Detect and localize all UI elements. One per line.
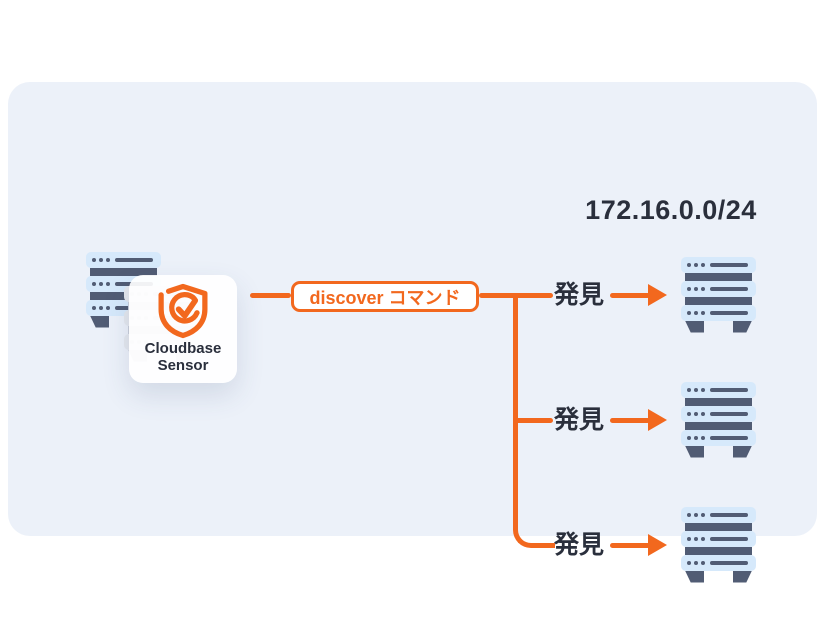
- server-slot-line: [710, 536, 748, 541]
- server-led-dots: [687, 310, 705, 315]
- discover-command-badge: discover コマンド: [291, 281, 479, 312]
- server-row: [681, 406, 756, 422]
- server-row: [681, 281, 756, 297]
- server-led-dots: [687, 411, 705, 416]
- server-led-dots: [92, 305, 110, 310]
- connector-card-to-badge: [250, 292, 291, 298]
- discover-command-label: discover コマンド: [309, 287, 461, 308]
- server-feet: [681, 570, 756, 583]
- server-row: [86, 252, 161, 268]
- cloudbase-shield-check-icon: [158, 283, 208, 339]
- server-slot-line: [710, 411, 748, 416]
- arrow-line-3: [610, 542, 650, 548]
- right-arrow-icon-1: [648, 284, 667, 306]
- server-row: [681, 257, 756, 273]
- discovered-server-icon-2: [681, 382, 756, 458]
- server-slot-line: [710, 286, 748, 291]
- server-led-dots: [687, 387, 705, 392]
- right-arrow-icon-2: [648, 409, 667, 431]
- server-chassis-bar: [685, 522, 752, 531]
- server-chassis-bar: [90, 267, 157, 276]
- server-led-dots: [687, 560, 705, 565]
- server-led-dots: [92, 281, 110, 286]
- server-row: [681, 555, 756, 571]
- server-chassis-bar: [685, 546, 752, 555]
- branch2-line: [513, 417, 553, 423]
- discovered-server-icon-3: [681, 507, 756, 583]
- sensor-card-title-line1: Cloudbase: [144, 340, 222, 357]
- server-chassis-bar: [685, 421, 752, 430]
- server-slot-line: [115, 257, 153, 262]
- server-chassis-bar: [90, 291, 157, 300]
- server-chassis-bar: [685, 272, 752, 281]
- discovered-server-icon-1: [681, 257, 756, 333]
- server-led-dots: [687, 262, 705, 267]
- network-cidr-label: 172.16.0.0/24: [585, 195, 757, 225]
- cloudbase-sensor-card: Cloudbase Sensor: [129, 275, 237, 383]
- server-row: [681, 531, 756, 547]
- server-row: [681, 430, 756, 446]
- discovery-label-3: 発見: [553, 531, 604, 559]
- network-panel: 172.16.0.0/24: [8, 82, 817, 583]
- server-slot-line: [710, 262, 748, 267]
- server-led-dots: [687, 512, 705, 517]
- server-led-dots: [687, 536, 705, 541]
- sensor-card-title: Cloudbase Sensor: [144, 340, 222, 374]
- server-slot-line: [710, 435, 748, 440]
- server-slot-line: [710, 560, 748, 565]
- server-row: [681, 305, 756, 321]
- discovery-label-2: 発見: [553, 406, 604, 434]
- server-chassis-bar: [685, 397, 752, 406]
- server-slot-line: [710, 512, 748, 517]
- server-row: [681, 382, 756, 398]
- server-rack-icon: [681, 507, 756, 583]
- sensor-card-title-line2: Sensor: [157, 356, 209, 374]
- server-chassis-bar: [685, 296, 752, 305]
- discovery-label-1: 発見: [553, 281, 604, 309]
- arrow-line-2: [610, 417, 650, 423]
- server-row: [681, 507, 756, 523]
- arrow-line-1: [610, 292, 650, 298]
- right-arrow-icon-3: [648, 534, 667, 556]
- server-rack-icon: [681, 257, 756, 333]
- server-slot-line: [710, 387, 748, 392]
- server-slot-line: [710, 310, 748, 315]
- server-led-dots: [687, 286, 705, 291]
- server-feet: [681, 320, 756, 333]
- server-led-dots: [92, 257, 110, 262]
- server-feet: [681, 445, 756, 458]
- server-led-dots: [687, 435, 705, 440]
- server-rack-icon: [681, 382, 756, 458]
